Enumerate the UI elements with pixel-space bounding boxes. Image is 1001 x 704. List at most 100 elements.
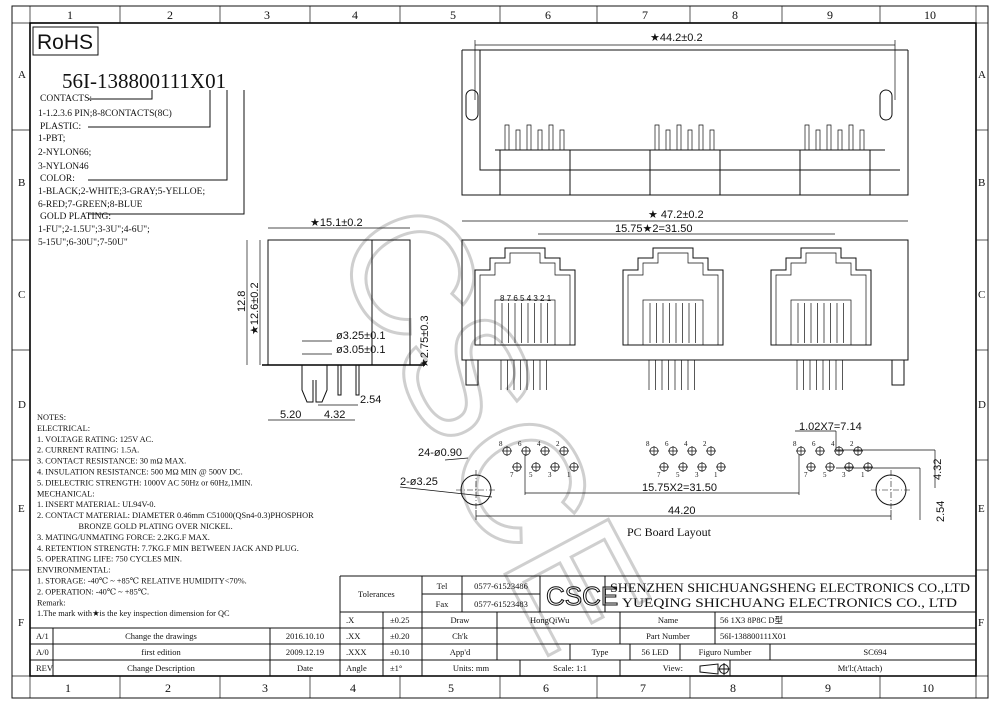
pin-label: 7 (804, 471, 808, 479)
column-marker: 8 (730, 681, 736, 695)
drawing-label: 24-ø0.90 (418, 447, 462, 459)
revision-date: 2009.12.19 (286, 647, 324, 657)
front-view: ★ 47.2±0.2 15.75★2=31.50 8 7 6 5 4 3 2 1 (461, 209, 909, 390)
projection-view-icon (699, 663, 730, 675)
note-line: 2. CONTACT MATERIAL: DIAMETER 0.46mm C51… (37, 511, 314, 520)
note-line: ENVIRONMENTAL: (37, 566, 111, 575)
drawing-label: Figuro Number (699, 647, 752, 657)
part-code-line: 1-PBT; (38, 134, 65, 144)
column-marker: 8 (732, 8, 738, 22)
note-line: 2. OPERATION: -40℃ ~ +85℃. (37, 587, 149, 596)
part-code-line: 1-BLACK;2-WHITE;3-GRAY;5-YELLOE; (38, 187, 205, 197)
pin-label: 1 (714, 471, 718, 479)
pin-label: 1 (567, 471, 571, 479)
column-marker: 4 (350, 681, 356, 695)
note-line: 3. MATING/UNMATING FORCE: 2.2KG.F MAX. (37, 533, 210, 542)
note-line: 2. CURRENT RATING: 1.5A. (37, 446, 139, 455)
tolerance-key: .XXX (346, 647, 367, 657)
drawing-label: 1.02X7=7.14 (799, 421, 862, 433)
drawing-label: ★12.6±0.2 (249, 282, 261, 335)
tolerance-value: ±0.20 (390, 631, 410, 641)
drawing-label: 2.54 (360, 394, 381, 406)
drawing-label: Fax (436, 599, 450, 609)
drawing-label: SHENZHEN SHICHUANGSHENG ELECTRONICS CO.,… (610, 581, 970, 595)
pin-label: 5 (676, 471, 680, 479)
drawing-label: ★2.75±0.3 (419, 315, 431, 368)
pin-label: 6 (812, 440, 816, 448)
row-marker: D (978, 399, 986, 411)
rohs-badge: RoHS (32, 26, 99, 56)
column-marker: 5 (448, 681, 454, 695)
pin-label: 2 (556, 440, 560, 448)
column-marker: 3 (264, 8, 270, 22)
column-marker: 1 (65, 681, 71, 695)
column-marker: 6 (543, 681, 549, 695)
note-line: 3. CONTACT RESISTANCE: 30 mΩ MAX. (37, 457, 186, 466)
part-code-line: 5-15U";6-30U";7-50U" (38, 238, 128, 248)
pin-label: 8 (646, 440, 650, 448)
pin-label: 7 (510, 471, 514, 479)
drawing-label: View: (663, 663, 683, 673)
revision-id: REV (36, 663, 54, 673)
drawing-label: Type (592, 647, 609, 657)
drawing-label: 12.8 (236, 291, 248, 312)
row-marker: B (978, 177, 985, 189)
drawing-label: HongQiWu (530, 615, 570, 625)
column-marker: 9 (825, 681, 831, 695)
row-marker: E (978, 503, 985, 515)
drawing-label: Draw (451, 615, 471, 625)
row-marker: A (978, 69, 986, 81)
drawing-label: 56 1X3 8P8C D型 (720, 615, 784, 625)
part-code-line: CONTACTS: (40, 94, 92, 104)
csce-logo: CSCE (546, 581, 618, 611)
drawing-label: ★44.2±0.2 (650, 32, 703, 44)
tolerance-value: ±0.25 (390, 615, 410, 625)
column-marker: 4 (352, 8, 358, 22)
pin-label: 2 (703, 440, 707, 448)
row-marker: B (18, 177, 25, 189)
revision-description: first edition (141, 647, 181, 657)
drawing-label: ★15.1±0.2 (310, 217, 363, 229)
pin-label: 6 (518, 440, 522, 448)
title-block: Tolerances Tel 0577-61523486 Fax 0577-61… (30, 575, 976, 677)
column-marker: 7 (640, 681, 646, 695)
note-line: 4. INSULATION RESISTANCE: 500 MΩ MIN @ 5… (37, 468, 243, 477)
column-marker: 6 (545, 8, 551, 22)
row-marker: A (18, 69, 26, 81)
tolerance-key: .X (346, 615, 354, 625)
pin-label: 3 (548, 471, 552, 479)
revision-description: Change the drawings (125, 631, 197, 641)
pin-label: 7 (657, 471, 661, 479)
drawing-label: RoHS (37, 31, 93, 54)
row-marker: F (978, 617, 984, 629)
tolerance-key: Angle (346, 663, 367, 673)
note-line: 5. DIELECTRIC STRENGTH: 1000V AC 50Hz or… (37, 478, 253, 487)
column-marker: 1 (67, 8, 73, 22)
note-line: 1. STORAGE: -40℃ ~ +85℃ RELATIVE HUMIDIT… (37, 577, 247, 586)
drawing-label: 0577-61523486 (474, 581, 528, 591)
note-line: 1. VOLTAGE RATING: 125V AC. (37, 435, 153, 444)
column-marker: 10 (924, 8, 936, 22)
revision-id: A/0 (36, 647, 49, 657)
note-line: 5. OPERATING LIFE: 750 CYCLES MIN. (37, 555, 182, 564)
column-marker: 2 (167, 8, 173, 22)
column-marker: 10 (922, 681, 934, 695)
drawing-label: 8 7 6 5 4 3 2 1 (500, 294, 552, 303)
drawing-label: Part Number (646, 631, 690, 641)
row-marker: F (18, 617, 24, 629)
pin-label: 3 (695, 471, 699, 479)
tolerance-value: ±1° (390, 663, 402, 673)
pin-label: 8 (793, 440, 797, 448)
note-line: 1.The mark with★is the key inspection di… (37, 609, 230, 618)
part-code-line: 1-1.2.3.6 PIN;8-8CONTACTS(8C) (38, 108, 172, 119)
part-code-number: 56I-138800111X01 (62, 69, 226, 93)
note-line: BRONZE GOLD PLATING OVER NICKEL. (37, 522, 233, 531)
note-line: NOTES: (37, 413, 66, 422)
drawing-label: 15.75★2=31.50 (615, 223, 692, 235)
drawing-label: Tolerances (358, 589, 395, 599)
top-view: ★44.2±0.2 (461, 32, 909, 196)
drawing-label: 56I-138800111X01 (720, 631, 786, 641)
pin-label: 4 (537, 440, 541, 448)
row-marker: C (18, 289, 25, 301)
revision-id: A/1 (36, 631, 49, 641)
